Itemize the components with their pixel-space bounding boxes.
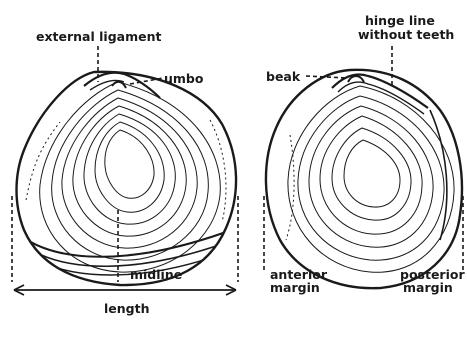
hinge-line-label: hinge line	[365, 14, 435, 27]
length-label: length	[104, 302, 149, 315]
posterior-margin-label-2: margin	[403, 281, 453, 294]
hinge-line-label-2: without teeth	[358, 28, 454, 41]
left-growth-lines	[24, 82, 226, 275]
right-growth-lines	[286, 86, 454, 272]
beak-label: beak	[266, 70, 300, 83]
left-shell	[17, 72, 237, 285]
left-shell-outline	[17, 72, 237, 285]
umbo-label: umbo	[164, 72, 203, 85]
anterior-margin-label-2: margin	[270, 281, 320, 294]
right-shell	[266, 70, 462, 288]
external-ligament-label: external ligament	[36, 30, 161, 43]
left-umbo-beak	[112, 82, 126, 88]
midline-label: midline	[130, 268, 182, 281]
